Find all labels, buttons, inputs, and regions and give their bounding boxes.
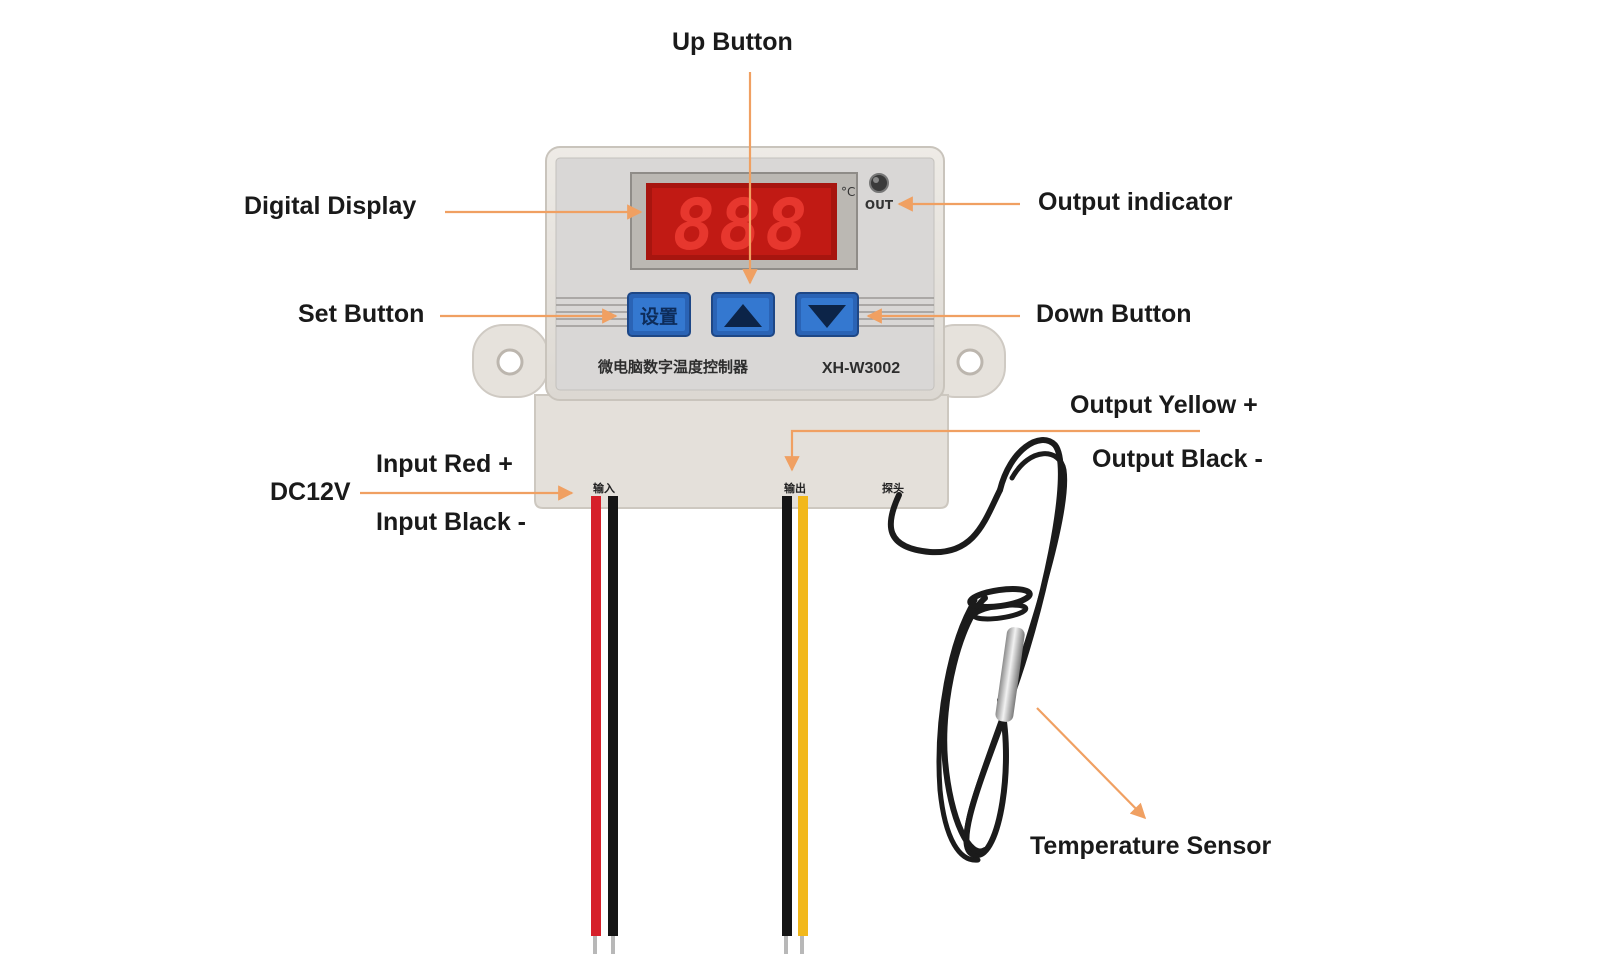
label-output-black: Output Black - — [1092, 445, 1263, 473]
up-button[interactable] — [711, 292, 775, 337]
output-indicator-led: OUT — [865, 173, 894, 212]
output-wires — [782, 496, 808, 954]
display-digits: 888 — [673, 184, 811, 266]
label-temperature-sensor: Temperature Sensor — [1030, 832, 1272, 860]
down-button[interactable] — [795, 292, 859, 337]
input-wires — [591, 496, 618, 954]
label-down-button: Down Button — [1036, 300, 1192, 328]
device-model: XH-W3002 — [822, 360, 900, 377]
temperature-sensor-probe — [995, 627, 1025, 722]
device-lower-body — [534, 394, 949, 509]
device-chinese-name: 微电脑数字温度控制器 — [597, 358, 749, 376]
up-arrow-icon — [724, 304, 762, 327]
label-up-button: Up Button — [672, 28, 793, 56]
output-port-label: 输出 — [784, 481, 806, 495]
panel-stripes — [556, 297, 934, 327]
label-dc12v: DC12V — [270, 478, 351, 506]
probe-port-label: 探头 — [882, 481, 904, 495]
label-input-red: Input Red + — [376, 450, 513, 478]
degree-unit: °C — [841, 185, 855, 199]
down-arrow-icon — [808, 305, 846, 328]
out-label: OUT — [865, 198, 894, 212]
label-output-yellow: Output Yellow + — [1070, 391, 1258, 419]
set-button[interactable]: 设置 — [627, 292, 691, 337]
set-button-text: 设置 — [640, 306, 678, 328]
leader-arrows — [360, 72, 1200, 820]
digital-display: 888 °C — [630, 172, 858, 270]
label-set-button: Set Button — [298, 300, 425, 328]
label-input-black: Input Black - — [376, 508, 527, 536]
input-port-label: 输入 — [593, 481, 615, 495]
label-digital-display: Digital Display — [244, 192, 417, 220]
label-output-indicator: Output indicator — [1038, 188, 1233, 216]
